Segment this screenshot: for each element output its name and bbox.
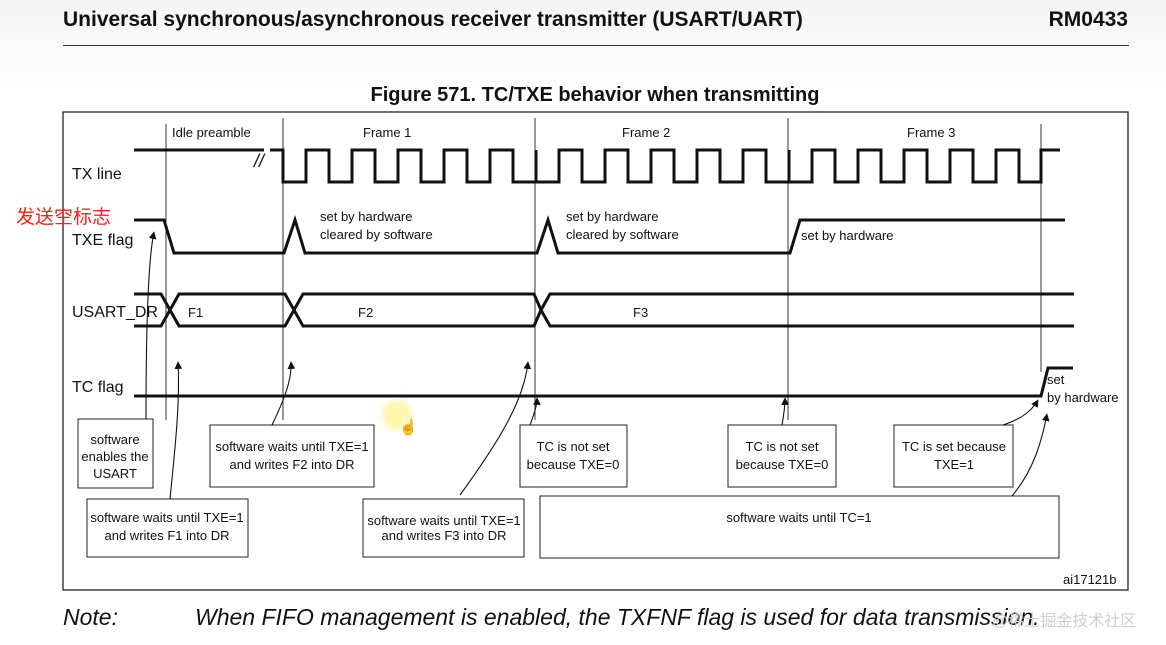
box-tc-not-set-2 [727,424,837,488]
phase-label-idle: Idle preamble [172,125,251,140]
note-text: When FIFO management is enabled, the TXF… [195,604,1040,630]
pointer-arrows [145,231,1050,500]
cursor-highlight [379,397,415,433]
box-wait-tc-line1: software waits until TC=1 [726,510,871,525]
box-wait-f3-line1: software waits until TXE=1 [367,513,520,528]
chinese-annotation-label: 发送空标志 [16,206,112,228]
box-tc-set [893,424,1014,488]
box-tc-not2-line2: because TXE=0 [736,457,829,472]
header-divider [63,45,1129,46]
signal-label-tc-flag: TC flag [72,379,124,396]
tc-annotation-line1: set [1047,372,1065,387]
phase-label-frame1: Frame 1 [363,125,411,140]
box-wait-f1-line1: software waits until TXE=1 [90,510,243,525]
figure-title: Figure 571. TC/TXE behavior when transmi… [370,84,820,106]
box-wait-f3-line2: and writes F3 into DR [382,528,507,543]
signal-label-txe-flag: TXE flag [72,232,133,249]
hand-cursor-icon: ☝ [399,419,418,436]
txe-annotation-2-line2: cleared by software [566,227,679,242]
box-tc-not1-line2: because TXE=0 [527,457,620,472]
box-tc-not1-line1: TC is not set [537,439,610,454]
box-tc-set-line2: TXE=1 [934,457,974,472]
box-wait-f2 [209,424,375,488]
tc-annotation-line2: by hardware [1047,390,1119,405]
phase-label-frame3: Frame 3 [907,125,955,140]
box-wait-f3 [362,498,525,558]
box-enable-line2: enables the [81,449,148,464]
figure-frame [62,111,1129,591]
txe-flag-waveform [134,215,1065,255]
signal-label-usart-dr: USART_DR [72,304,158,321]
figure-id-tag: ai17121b [1063,572,1117,587]
note-label: Note: [63,604,118,630]
signal-label-tx-line: TX line [72,166,122,183]
txe-annotation-1-line1: set by hardware [320,209,413,224]
box-enable-line3: USART [93,466,137,481]
watermark: @稀土掘金技术社区 [992,613,1137,630]
dr-value-f3: F3 [633,305,648,320]
box-wait-f1-line2: and writes F1 into DR [105,528,230,543]
phase-label-frame2: Frame 2 [622,125,670,140]
tc-flag-waveform [134,366,1073,398]
box-wait-tc [539,495,1060,559]
txe-annotation-2-line1: set by hardware [566,209,659,224]
box-software-enables [77,418,154,489]
usart-dr-bus [134,292,1074,328]
break-mark: // [252,151,266,171]
box-enable-line1: software [90,432,139,447]
box-tc-not-set-1 [519,424,628,488]
box-tc-set-line1: TC is set because [902,439,1006,454]
box-wait-f2-line1: software waits until TXE=1 [215,439,368,454]
dr-value-f1: F1 [188,305,203,320]
tx-line-waveform [134,148,1060,184]
document-code: RM0433 [1048,8,1128,31]
txe-annotation-3: set by hardware [801,228,894,243]
box-wait-f2-line2: and writes F2 into DR [230,457,355,472]
section-title: Universal synchronous/asynchronous recei… [63,8,803,31]
dr-value-f2: F2 [358,305,373,320]
txe-annotation-1-line2: cleared by software [320,227,433,242]
box-tc-not2-line1: TC is not set [746,439,819,454]
box-wait-f1 [86,498,249,558]
